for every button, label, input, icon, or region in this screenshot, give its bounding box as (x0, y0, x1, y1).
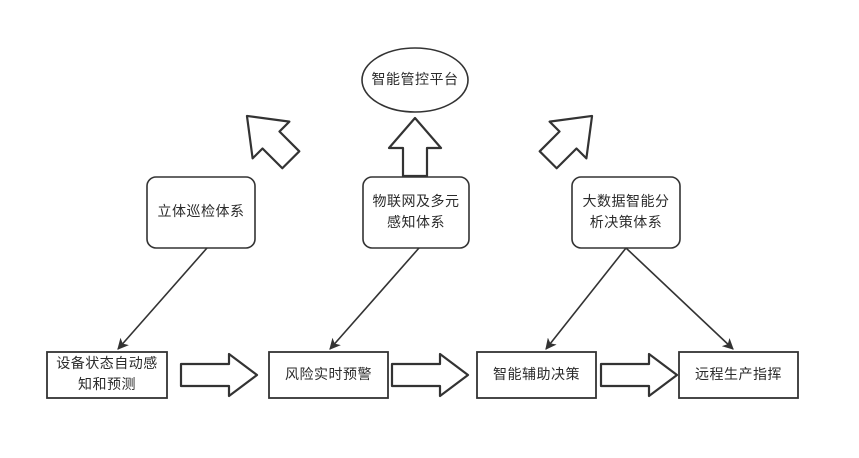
block-arrow-right-2 (390, 352, 470, 398)
node-platform-shape[interactable] (361, 47, 469, 113)
node-iot-sensing-system-shape[interactable] (362, 176, 470, 249)
node-equipment-status-shape[interactable] (46, 351, 168, 399)
connector-iot-to-risk (329, 247, 420, 350)
block-arrow-up-right (245, 114, 301, 170)
block-arrow-up (387, 116, 443, 178)
node-risk-warning-shape[interactable] (268, 351, 389, 399)
node-remote-command-shape[interactable] (678, 351, 799, 399)
connector-inspection-to-equipment (117, 247, 208, 350)
node-bigdata-decision-system-shape[interactable] (571, 176, 681, 249)
connector-bigdata-to-smart-decision (545, 247, 627, 350)
block-arrow-up-left (538, 114, 594, 170)
node-smart-decision-shape[interactable] (476, 351, 597, 399)
block-arrow-right-1 (179, 352, 259, 398)
node-inspection-system-shape[interactable] (146, 176, 256, 249)
connector-bigdata-to-remote-command (625, 247, 734, 350)
block-arrow-right-3 (599, 352, 679, 398)
